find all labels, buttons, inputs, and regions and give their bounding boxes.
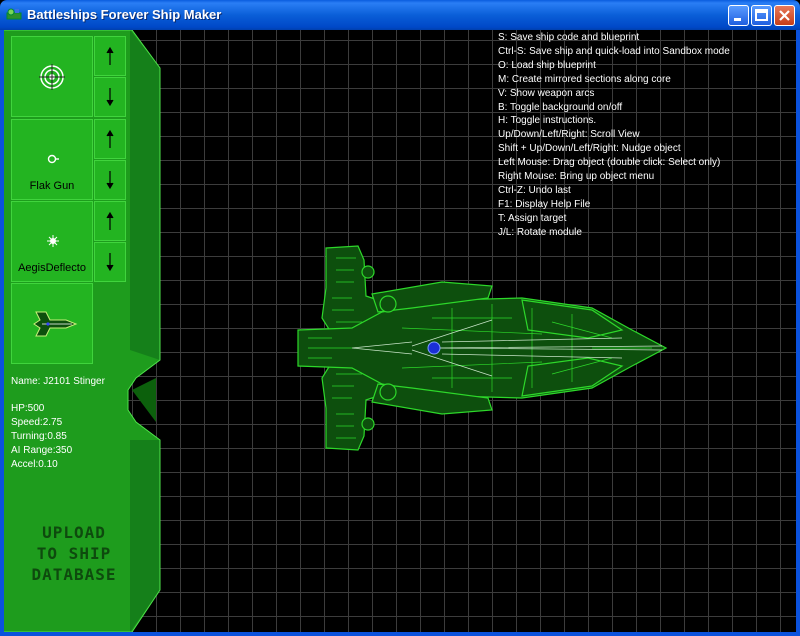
instruction-line: T: Assign target xyxy=(498,212,567,224)
ship-name: Name: J2101 Stinger xyxy=(11,376,105,387)
arrow-up-icon xyxy=(106,129,114,148)
instruction-line: M: Create mirrored sections along core xyxy=(498,73,671,85)
instruction-line: S: Save ship code and blueprint xyxy=(498,32,640,43)
arrow-down-icon xyxy=(106,171,114,190)
ship-thumbnail[interactable] xyxy=(11,283,93,364)
instruction-line: Up/Down/Left/Right: Scroll View xyxy=(498,129,640,141)
part-slot-core-down-button[interactable] xyxy=(94,77,126,117)
title-bar[interactable]: Battleships Forever Ship Maker xyxy=(0,0,800,30)
part-label: AegisDeflecto xyxy=(18,262,86,274)
minimize-button[interactable] xyxy=(728,5,749,26)
part-slot-flak-gun-down-button[interactable] xyxy=(94,160,126,200)
window-title: Battleships Forever Ship Maker xyxy=(27,7,222,22)
parts-panel: Flak Gun AegisDeflecto xyxy=(4,30,164,632)
arrow-up-icon xyxy=(106,211,114,230)
instructions-overlay: S: Save ship code and blueprint Ctrl-S: … xyxy=(498,31,730,240)
instruction-line: Ctrl-Z: Undo last xyxy=(498,184,571,196)
instruction-line: Left Mouse: Drag object (double click: S… xyxy=(498,157,721,169)
part-slot-aegis-deflector[interactable]: AegisDeflecto xyxy=(11,201,93,282)
window-frame-left xyxy=(0,30,4,636)
arrow-down-icon xyxy=(106,253,114,272)
maximize-icon xyxy=(755,9,768,21)
maximize-button[interactable] xyxy=(751,5,772,26)
ship-thumbnail-icon xyxy=(33,311,78,337)
part-slot-core-up-button[interactable] xyxy=(94,36,126,76)
deflector-icon xyxy=(47,235,59,247)
ship-core-icon[interactable] xyxy=(427,341,441,355)
ship-speed: Speed:2.75 xyxy=(11,417,63,428)
arrow-down-icon xyxy=(106,88,114,107)
instruction-line: F1: Display Help File xyxy=(498,198,591,210)
window-frame-right xyxy=(796,30,800,636)
instruction-line: B: Toggle background on/off xyxy=(498,101,623,113)
instruction-line: H: Toggle instructions. xyxy=(498,115,597,127)
window-frame-bottom xyxy=(0,632,800,636)
upload-line: TO SHIP xyxy=(36,544,112,563)
ship-ai-range: AI Range:350 xyxy=(11,445,73,456)
part-slot-flak-gun[interactable]: Flak Gun xyxy=(11,119,93,200)
instruction-line: J/L: Rotate module xyxy=(498,226,582,238)
part-slot-aegis-deflector-down-button[interactable] xyxy=(94,242,126,282)
instruction-line: Ctrl-S: Save ship and quick-load into Sa… xyxy=(498,45,730,57)
instruction-line: V: Show weapon arcs xyxy=(498,87,595,99)
minimize-icon xyxy=(734,18,741,21)
app-icon xyxy=(6,8,22,20)
part-slot-aegis-deflector-up-button[interactable] xyxy=(94,201,126,241)
part-label: Flak Gun xyxy=(29,180,75,192)
part-slot-core[interactable] xyxy=(11,36,93,117)
ship-blueprint[interactable] xyxy=(292,238,676,458)
ship-turning: Turning:0.85 xyxy=(11,431,67,442)
instruction-line: Shift + Up/Down/Left/Right: Nudge object xyxy=(498,143,681,155)
close-button[interactable] xyxy=(774,5,795,26)
close-icon xyxy=(779,10,790,21)
flak-gun-icon xyxy=(47,154,59,164)
upload-line: UPLOAD xyxy=(42,523,106,542)
target-icon xyxy=(39,64,65,90)
ship-hp: HP:500 xyxy=(11,403,45,414)
instruction-line: O: Load ship blueprint xyxy=(498,59,596,71)
ship-accel: Accel:0.10 xyxy=(11,459,58,470)
instruction-line: Right Mouse: Bring up object menu xyxy=(498,171,655,183)
upload-line: DATABASE xyxy=(31,565,117,584)
arrow-up-icon xyxy=(106,46,114,65)
upload-to-ship-database-button[interactable]: UPLOAD TO SHIP DATABASE xyxy=(24,522,124,585)
editor-canvas[interactable]: S: Save ship code and blueprint Ctrl-S: … xyxy=(4,30,796,632)
part-slot-flak-gun-up-button[interactable] xyxy=(94,119,126,159)
